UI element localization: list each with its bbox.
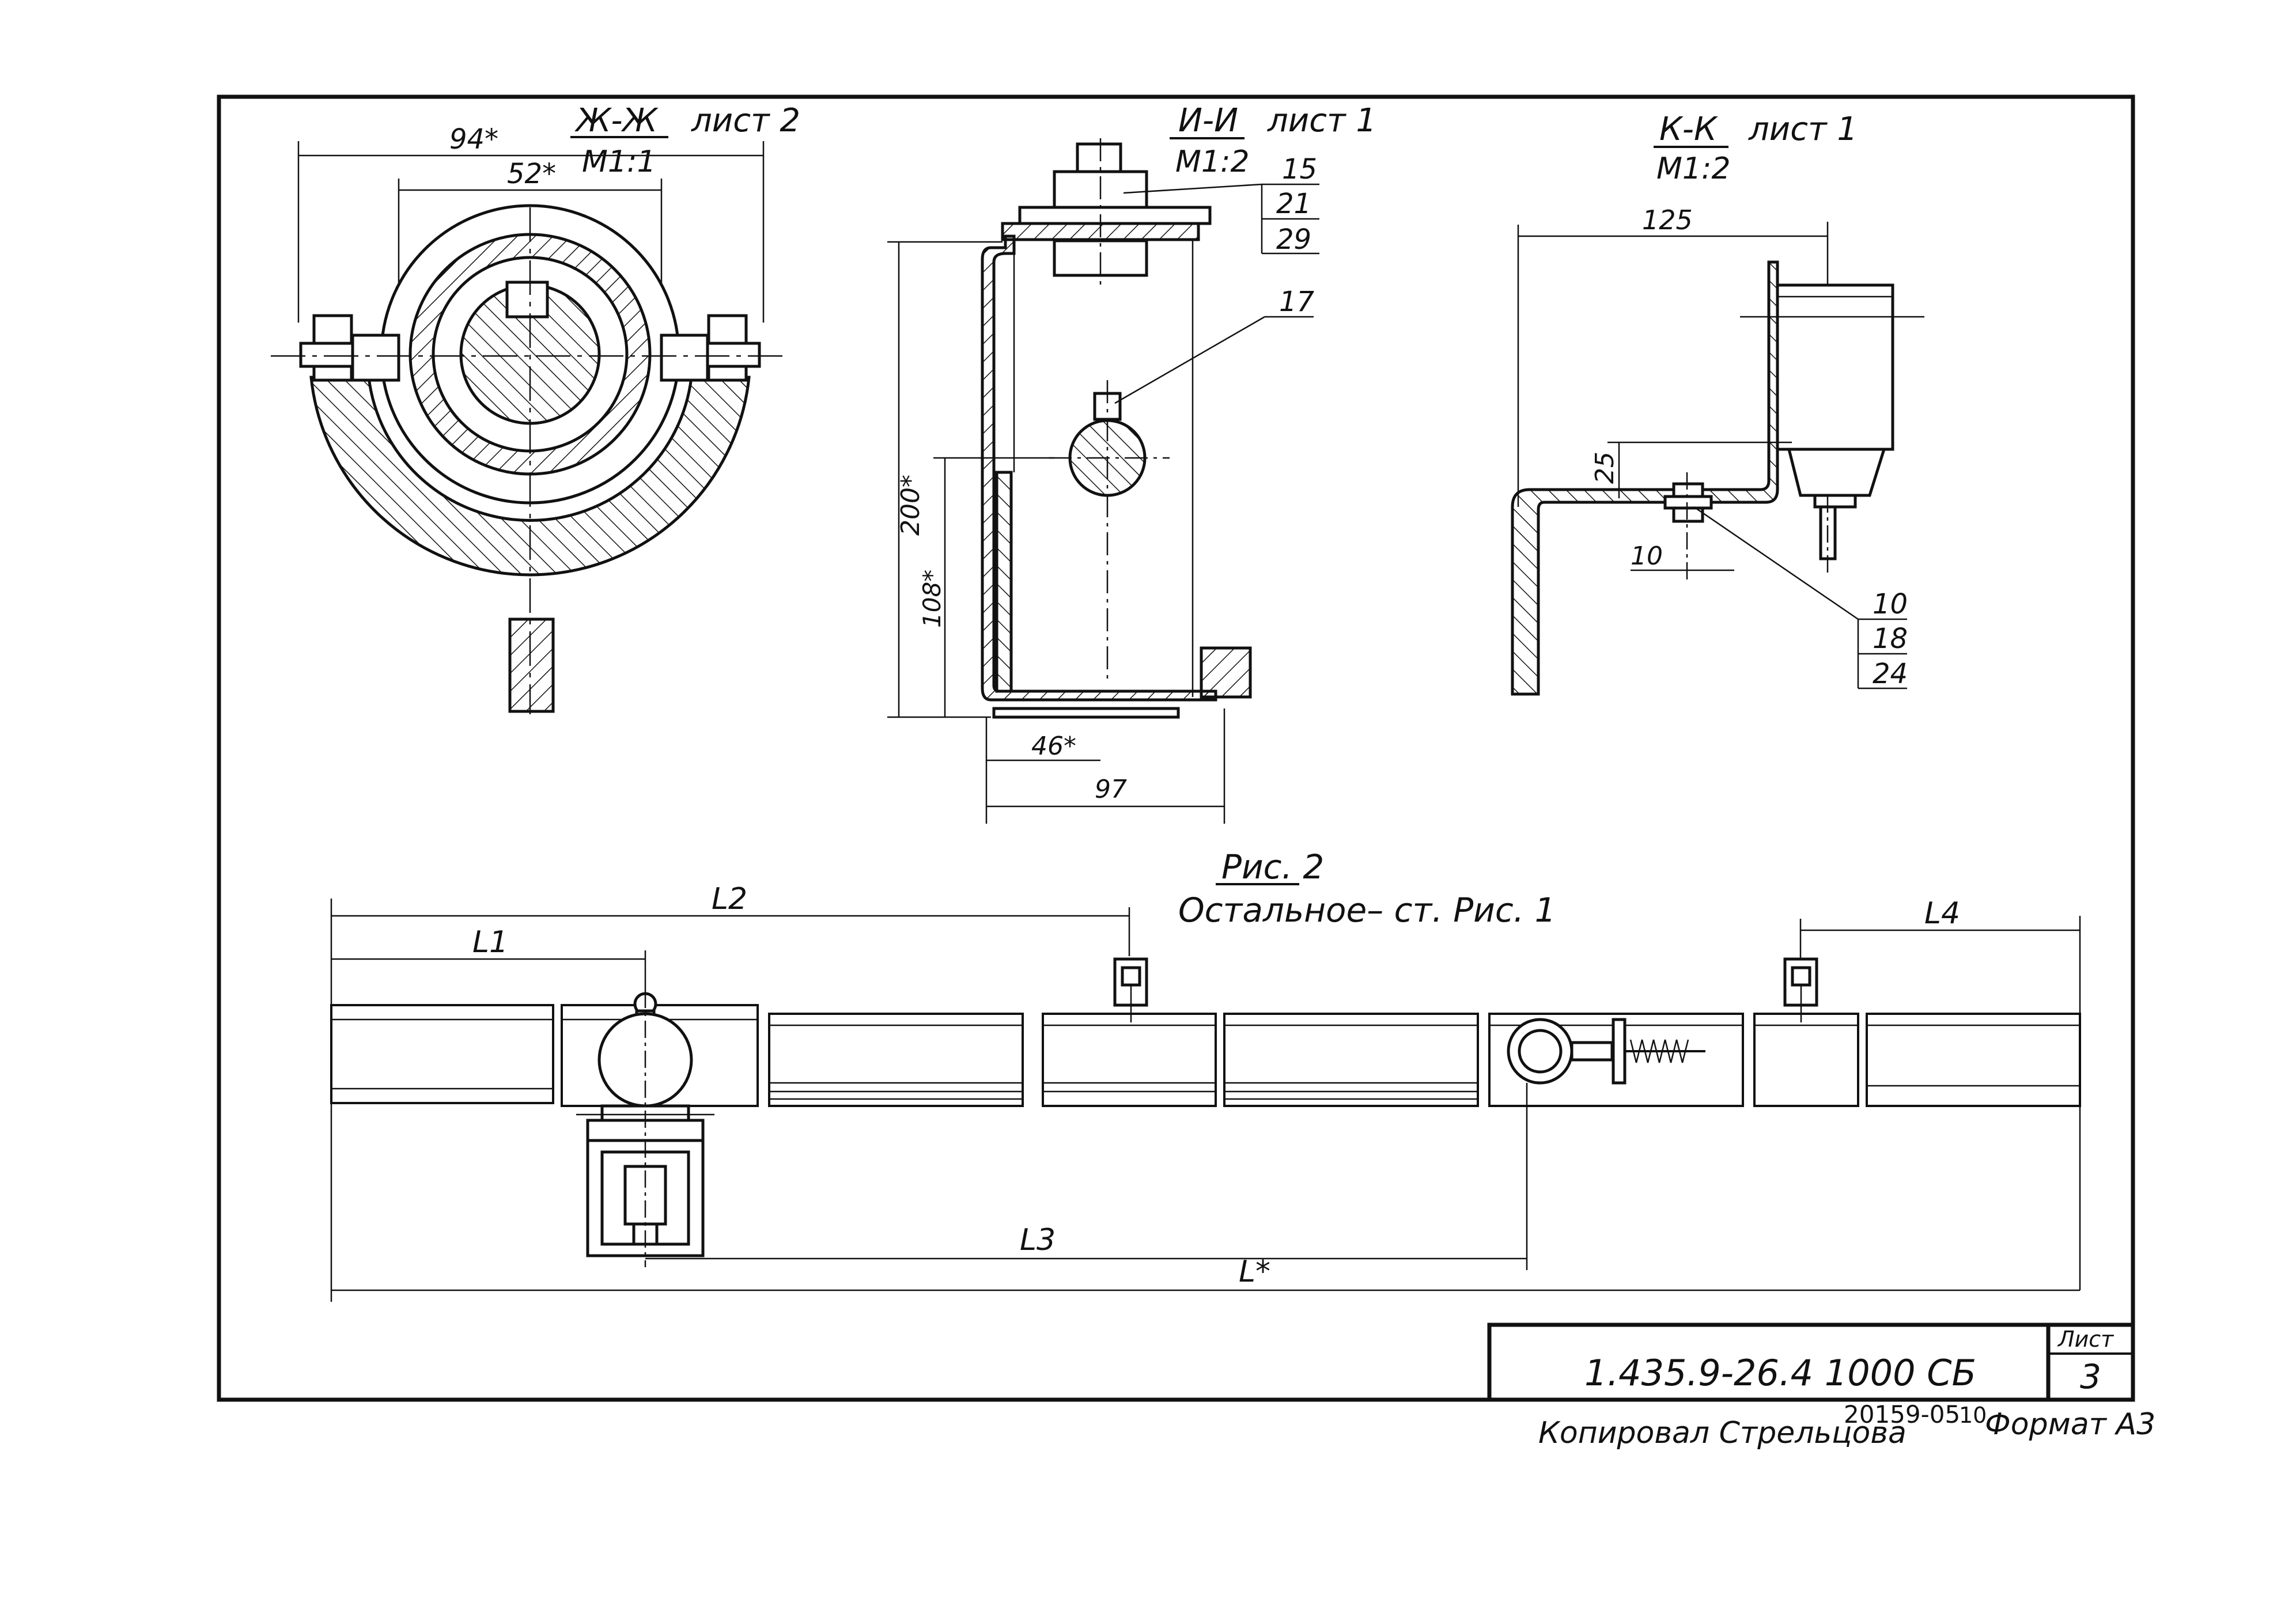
dim-25: 25 [1590,452,1620,484]
saddle-clamp [309,376,751,577]
dim-l4: L4 [1924,896,1960,931]
figure-title: Рис. 2 [1221,847,1324,886]
dim-97: 97 [1095,775,1127,804]
limit-switch-2 [1783,957,1818,1022]
callout-17: 17 [1279,286,1315,318]
carriage-assembly [576,991,714,1267]
dim-108: 108* [918,570,946,628]
dim-125: 125 [1642,204,1693,236]
dim-10-small: 10 [1631,541,1663,571]
section-ii-ii: И-И М1:2 лист 1 15 21 29 [887,102,1376,824]
kk-cylinder [1776,283,1894,451]
dim-l1: L1 [472,925,508,960]
sheet-number: 3 [2080,1357,2101,1396]
key [505,281,549,319]
figure-note: Остальное– ст. Рис. 1 [1178,891,1556,930]
section-zh-label: Ж-Ж [574,102,659,139]
dim-94: 94* [449,123,498,156]
section-ii-sheet-ref: лист 1 [1267,102,1376,139]
callout-29: 29 [1276,223,1311,256]
dim-l2: L2 [712,882,747,916]
callout-10: 10 [1873,588,1908,620]
tensioner-assembly [1507,1018,1705,1085]
figure-2: Рис. 2 Остальное– ст. Рис. 1 L2 L1 L4 [330,847,2081,1302]
limit-switch-1 [1113,957,1148,1022]
section-kk-sheet-ref: лист 1 [1748,111,1858,148]
section-kk-kk: К-К М1:2 лист 1 125 25 10 [1511,111,1924,696]
section-zh-sheet-ref: лист 2 [691,102,800,139]
section-ii-label: И-И [1178,102,1238,139]
lower-block [1200,646,1252,699]
section-ii-scale: М1:2 [1175,145,1250,179]
kk-bracket [1511,260,1779,696]
dim-200: 200* [896,475,925,536]
dim-l3: L3 [1020,1223,1056,1257]
designation: 1.435.9-26.4 1000 СБ [1584,1352,1976,1394]
callout-21: 21 [1276,188,1311,220]
sheet-label: Лист [2057,1327,2115,1352]
footer: Копировал Стрельцова 20159-05 10 Формат … [1538,1400,2155,1450]
section-kk-scale: М1:2 [1656,151,1731,186]
callout-15: 15 [1282,153,1317,185]
copy-number: 10 [1959,1403,1987,1428]
section-zh-scale: М1:1 [582,145,656,179]
callout-24: 24 [1873,658,1908,690]
rail-segments [330,1004,2081,1107]
format: Формат А3 [1985,1407,2155,1442]
dim-total: L* [1239,1255,1270,1289]
title-block: 1.435.9-26.4 1000 СБ Лист 3 [1487,1323,2135,1402]
bolt-nut [1076,142,1122,175]
stem [508,617,555,713]
order-number: 20159-05 [1844,1400,1960,1428]
section-kk-label: К-К [1659,111,1718,148]
copied-by: Копировал Стрельцова [1538,1416,1907,1450]
dim-46: 46* [1031,732,1076,761]
dim-52: 52* [507,158,556,190]
section-zh-zh: Ж-Ж М1:1 лист 2 94* 52* [271,102,800,714]
callout-18: 18 [1873,623,1908,655]
sheet-frame [217,94,2135,1402]
